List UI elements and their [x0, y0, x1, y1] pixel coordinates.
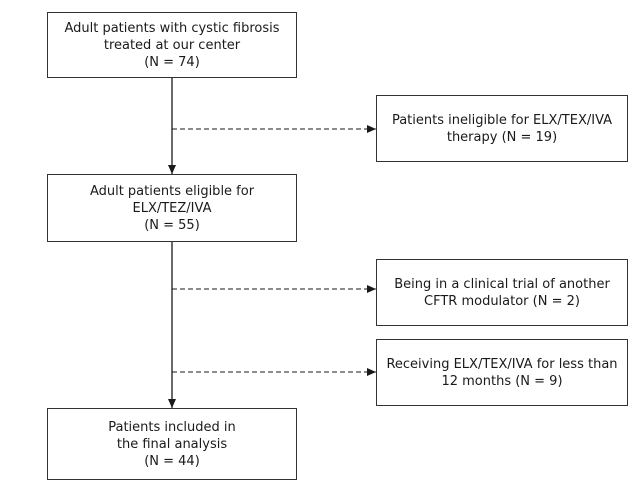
box-short-treatment: Receiving ELX/TEX/IVA for less than 12 m… [376, 339, 628, 406]
box-text-line: (N = 74) [144, 54, 200, 70]
box-ineligible-patients: Patients ineligible for ELX/TEX/IVA ther… [376, 95, 628, 162]
box-text-line: Adult patients with cystic fibrosis [64, 20, 280, 36]
box-adult-patients-center: Adult patients with cystic fibrosis trea… [47, 12, 297, 78]
box-text-line: therapy (N = 19) [446, 129, 558, 145]
box-clinical-trial: Being in a clinical trial of another CFT… [376, 259, 628, 326]
box-text-line: the final analysis [116, 436, 228, 452]
box-text-line: treated at our center [103, 37, 241, 53]
box-eligible-patients: Adult patients eligible for ELX/TEZ/IVA … [47, 174, 297, 242]
box-text-line: Receiving ELX/TEX/IVA for less than [386, 356, 618, 372]
box-text-line: ELX/TEZ/IVA [132, 200, 212, 216]
box-text-line: Patients ineligible for ELX/TEX/IVA [391, 112, 613, 128]
box-text-line: Adult patients eligible for [89, 183, 255, 199]
box-text-line: 12 months (N = 9) [441, 373, 563, 389]
box-text-line: Patients included in [108, 419, 236, 435]
box-text-line: (N = 44) [144, 453, 200, 469]
box-text-line: Being in a clinical trial of another [394, 276, 610, 292]
box-final-analysis: Patients included in the final analysis … [47, 408, 297, 480]
box-text-line: CFTR modulator (N = 2) [424, 293, 580, 309]
box-text-line: (N = 55) [144, 217, 200, 233]
